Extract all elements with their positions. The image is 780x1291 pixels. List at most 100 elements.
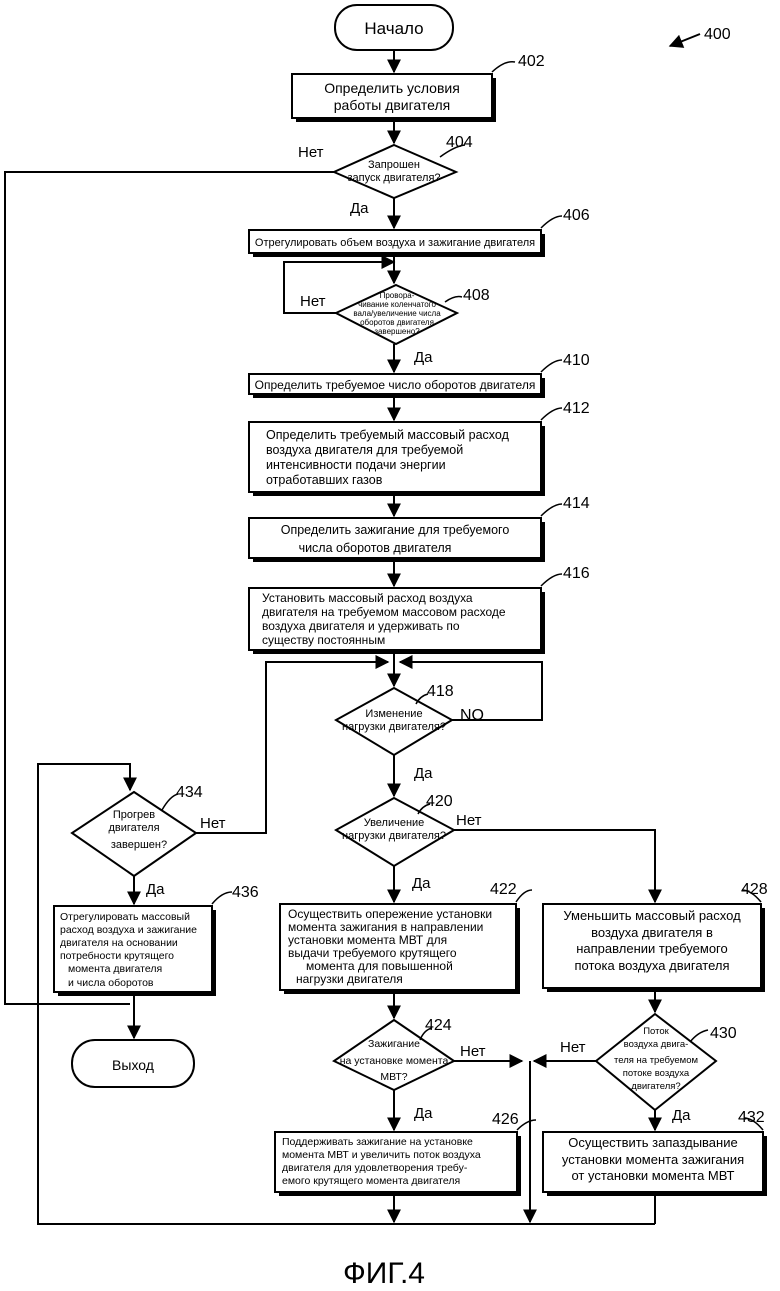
process-432: Осуществить запаздывание установки момен… — [542, 1131, 767, 1196]
decision-408: Проворa- чивание коленчатого вала/увелич… — [333, 283, 460, 346]
process-416: Установить массовый расход воздуха двига… — [248, 587, 545, 654]
process-432-line-2: установки момента зажигания — [562, 1152, 744, 1167]
decision-418: Изменение нагрузки двигателя? — [334, 686, 454, 757]
figure-caption: ФИГ.4 — [343, 1257, 425, 1290]
decision-430-line-3: теля на требуемом — [614, 1055, 698, 1066]
ref-leader-426 — [516, 1119, 537, 1131]
ref-leader-434 — [161, 793, 179, 811]
decision-424: Зажигание на установке момента МВТ? — [332, 1018, 456, 1092]
decision-408-line-1: Проворa- — [380, 291, 415, 300]
decision-430-line-1: Поток — [643, 1026, 669, 1037]
ref-402: 402 — [518, 53, 545, 70]
ref-424: 424 — [425, 1017, 452, 1034]
decision-424-line-2: на установке момента — [340, 1055, 449, 1067]
label-430-no: Нет — [560, 1039, 586, 1056]
figure-number: 400 — [704, 26, 731, 43]
ref-leader-424 — [419, 1027, 433, 1041]
process-414-line-1: Определить зажигание для требуемого — [281, 523, 510, 537]
process-416-line-1: Установить массовый расход воздуха — [262, 591, 473, 605]
ref-432: 432 — [738, 1109, 765, 1126]
reference-numbers: 402 404 406 408 410 412 414 416 418 420 … — [161, 26, 768, 1131]
process-426-line-1: Поддерживать зажигание на установке — [282, 1136, 473, 1148]
exit-label: Выход — [112, 1057, 154, 1073]
process-436-line-1: Отрегулировать массовый — [60, 911, 190, 923]
ref-leader-408 — [444, 295, 463, 303]
ref-410: 410 — [563, 352, 590, 369]
ref-leader-404 — [439, 144, 466, 158]
process-436-line-6: и числа оборотов — [68, 977, 154, 989]
decision-404-line-1: Запрошен — [368, 159, 420, 171]
start-node: Начало — [334, 4, 454, 51]
decision-434-line-2: двигателя — [108, 822, 159, 834]
process-436: Отрегулировать массовый расход воздуха и… — [53, 905, 216, 996]
process-422-line-1: Осуществить опережение установки — [288, 907, 492, 921]
label-424-yes: Да — [414, 1105, 433, 1122]
decision-420: Увеличение нагрузки двигателя? — [334, 796, 457, 868]
decision-420-line-1: Увеличение — [364, 817, 425, 829]
exit-node: Выход — [71, 1039, 195, 1088]
ref-leader-416 — [540, 573, 563, 587]
ref-leader-428 — [741, 889, 762, 903]
ref-leader-436 — [211, 891, 233, 905]
process-410-line-1: Определить требуемое число оборотов двиг… — [255, 378, 536, 392]
decision-434-line-1: Прогрев — [113, 809, 155, 821]
ref-leader-422 — [515, 889, 533, 903]
process-426: Поддерживать зажигание на установке моме… — [274, 1131, 521, 1196]
process-414: Определить зажигание для требуемого числ… — [248, 517, 545, 562]
ref-leader-406 — [540, 215, 563, 229]
process-406-line-1: Отрегулировать объем воздуха и зажигание… — [255, 237, 535, 249]
process-436-line-2: расход воздуха и зажигание — [60, 924, 197, 936]
ref-426: 426 — [492, 1111, 519, 1128]
ref-422: 422 — [490, 881, 517, 898]
process-422-line-5: момента для повышенной — [306, 959, 453, 973]
decision-418-line-1: Изменение — [365, 708, 422, 720]
decision-430-line-4: потоке воздуха — [623, 1068, 690, 1079]
edge-420-no — [452, 829, 662, 904]
process-412-line-2: воздуха двигателя для требуемой — [266, 443, 463, 457]
label-420-no: Нет — [456, 812, 482, 829]
process-402-line-2: работы двигателя — [334, 97, 450, 113]
process-414-line-2: числа оборотов двигателя — [299, 541, 452, 555]
figure-number-arrow — [668, 33, 701, 48]
decision-424-line-1: Зажигание — [368, 1038, 420, 1050]
process-428-line-3: направлении требуемого — [576, 941, 728, 956]
ref-leader-412 — [540, 407, 563, 421]
label-404-yes: Да — [350, 200, 369, 217]
process-410: Определить требуемое число оборотов двиг… — [248, 373, 545, 398]
ref-434: 434 — [176, 784, 203, 801]
process-422-line-6: нагрузки двигателя — [296, 972, 403, 986]
process-422-line-2: момента зажигания в направлении — [288, 920, 483, 934]
label-430-yes: Да — [672, 1107, 691, 1124]
ref-412: 412 — [563, 400, 590, 417]
decision-430: Поток воздуха двига- теля на требуемом п… — [594, 1012, 718, 1112]
process-412-line-4: отработавших газов — [266, 473, 383, 487]
edge-408-no — [283, 255, 396, 314]
process-422-line-3: установки момента МВТ для — [288, 933, 447, 947]
label-418-yes: Да — [414, 765, 433, 782]
decision-434: Прогрев двигателя завершен? — [70, 790, 198, 878]
process-422: Осуществить опережение установки момента… — [279, 903, 520, 994]
decision-408-line-3: вала/увеличение числа — [353, 309, 441, 318]
process-428-line-4: потока воздуха двигателя — [574, 958, 729, 973]
edge-434-no — [196, 655, 390, 834]
ref-418: 418 — [427, 683, 454, 700]
label-434-no: Нет — [200, 815, 226, 832]
decision-404: Запрошен запуск двигателя? — [331, 143, 459, 200]
edge-labels: Нет Да Нет Да NO Да Нет Да Нет Да Нет Да… — [146, 144, 691, 1124]
process-432-line-1: Осуществить запаздывание — [568, 1135, 737, 1150]
process-416-line-3: воздуха двигателя и удерживать по — [262, 619, 460, 633]
decision-404-line-2: запуск двигателя? — [347, 172, 440, 184]
decision-418-line-2: нагрузки двигателя? — [342, 721, 446, 733]
process-426-line-2: момента МВТ и увеличить поток воздуха — [282, 1149, 481, 1161]
process-436-line-3: двигателя на основании — [60, 937, 178, 949]
process-436-line-5: момента двигателя — [68, 963, 162, 975]
label-404-no: Нет — [298, 144, 324, 161]
label-408-no: Нет — [300, 293, 326, 310]
start-label: Начало — [364, 19, 423, 38]
process-412-line-3: интенсивности подачи энергии — [266, 458, 446, 472]
process-428: Уменьшить массовый расход воздуха двигат… — [542, 903, 765, 992]
decision-420-line-2: нагрузки двигателя? — [342, 830, 446, 842]
process-426-line-4: емого крутящего момента двигателя — [282, 1175, 460, 1187]
ref-430: 430 — [710, 1025, 737, 1042]
